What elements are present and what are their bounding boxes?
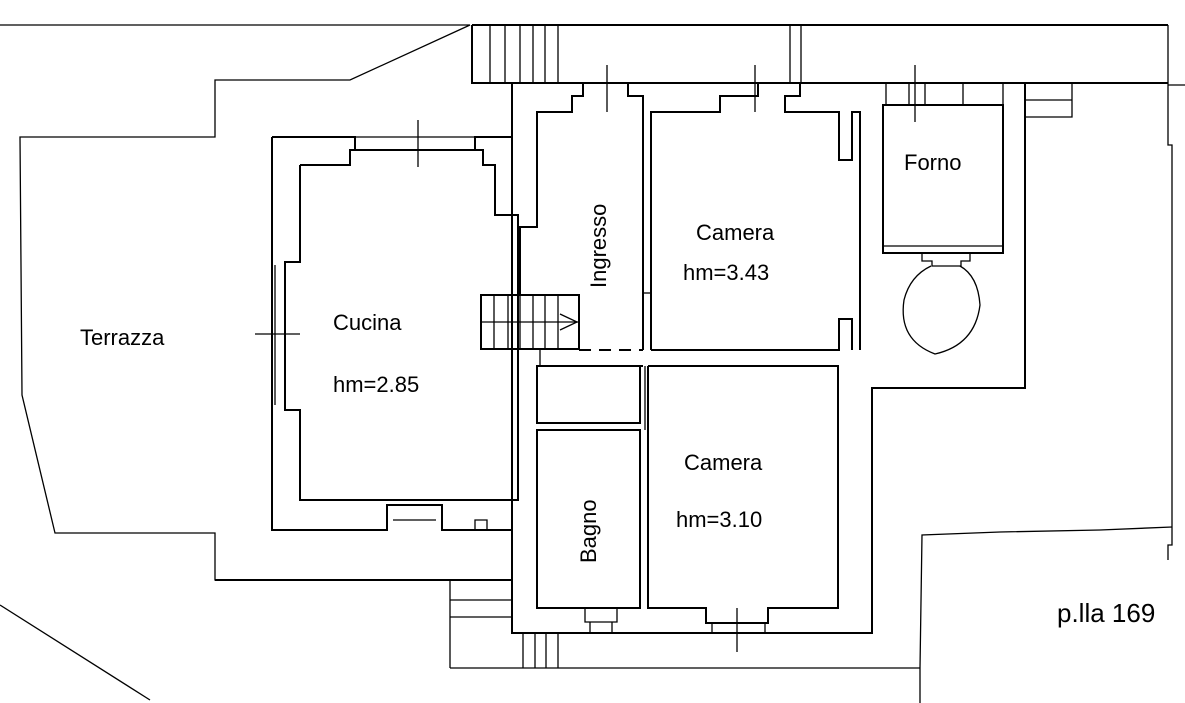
interior-stairs	[480, 294, 580, 350]
stair-arrow-icon	[559, 313, 579, 331]
building-walls	[215, 83, 1173, 703]
label-cucina-height: hm=2.85	[333, 372, 419, 397]
label-forno: Forno	[904, 150, 961, 175]
label-camera-1: Camera	[696, 220, 775, 245]
room-camera-2	[647, 365, 839, 652]
diagonal-boundary	[0, 604, 151, 701]
room-camera-1	[643, 65, 861, 351]
oven-dome	[902, 265, 981, 355]
label-parcel: p.lla 169	[1057, 598, 1155, 628]
room-ingresso	[519, 65, 644, 367]
label-camera-2-height: hm=3.10	[676, 507, 762, 532]
room-forno	[882, 65, 1004, 355]
terrace-outline	[0, 24, 471, 581]
label-bagno: Bagno	[576, 499, 601, 563]
room-bagno	[536, 365, 646, 633]
label-ingresso: Ingresso	[586, 204, 611, 288]
label-camera-2: Camera	[684, 450, 763, 475]
label-cucina: Cucina	[333, 310, 402, 335]
label-camera-1-height: hm=3.43	[683, 260, 769, 285]
room-cucina	[255, 120, 519, 501]
top-stairs	[471, 24, 1185, 560]
label-terrazza: Terrazza	[80, 325, 165, 350]
